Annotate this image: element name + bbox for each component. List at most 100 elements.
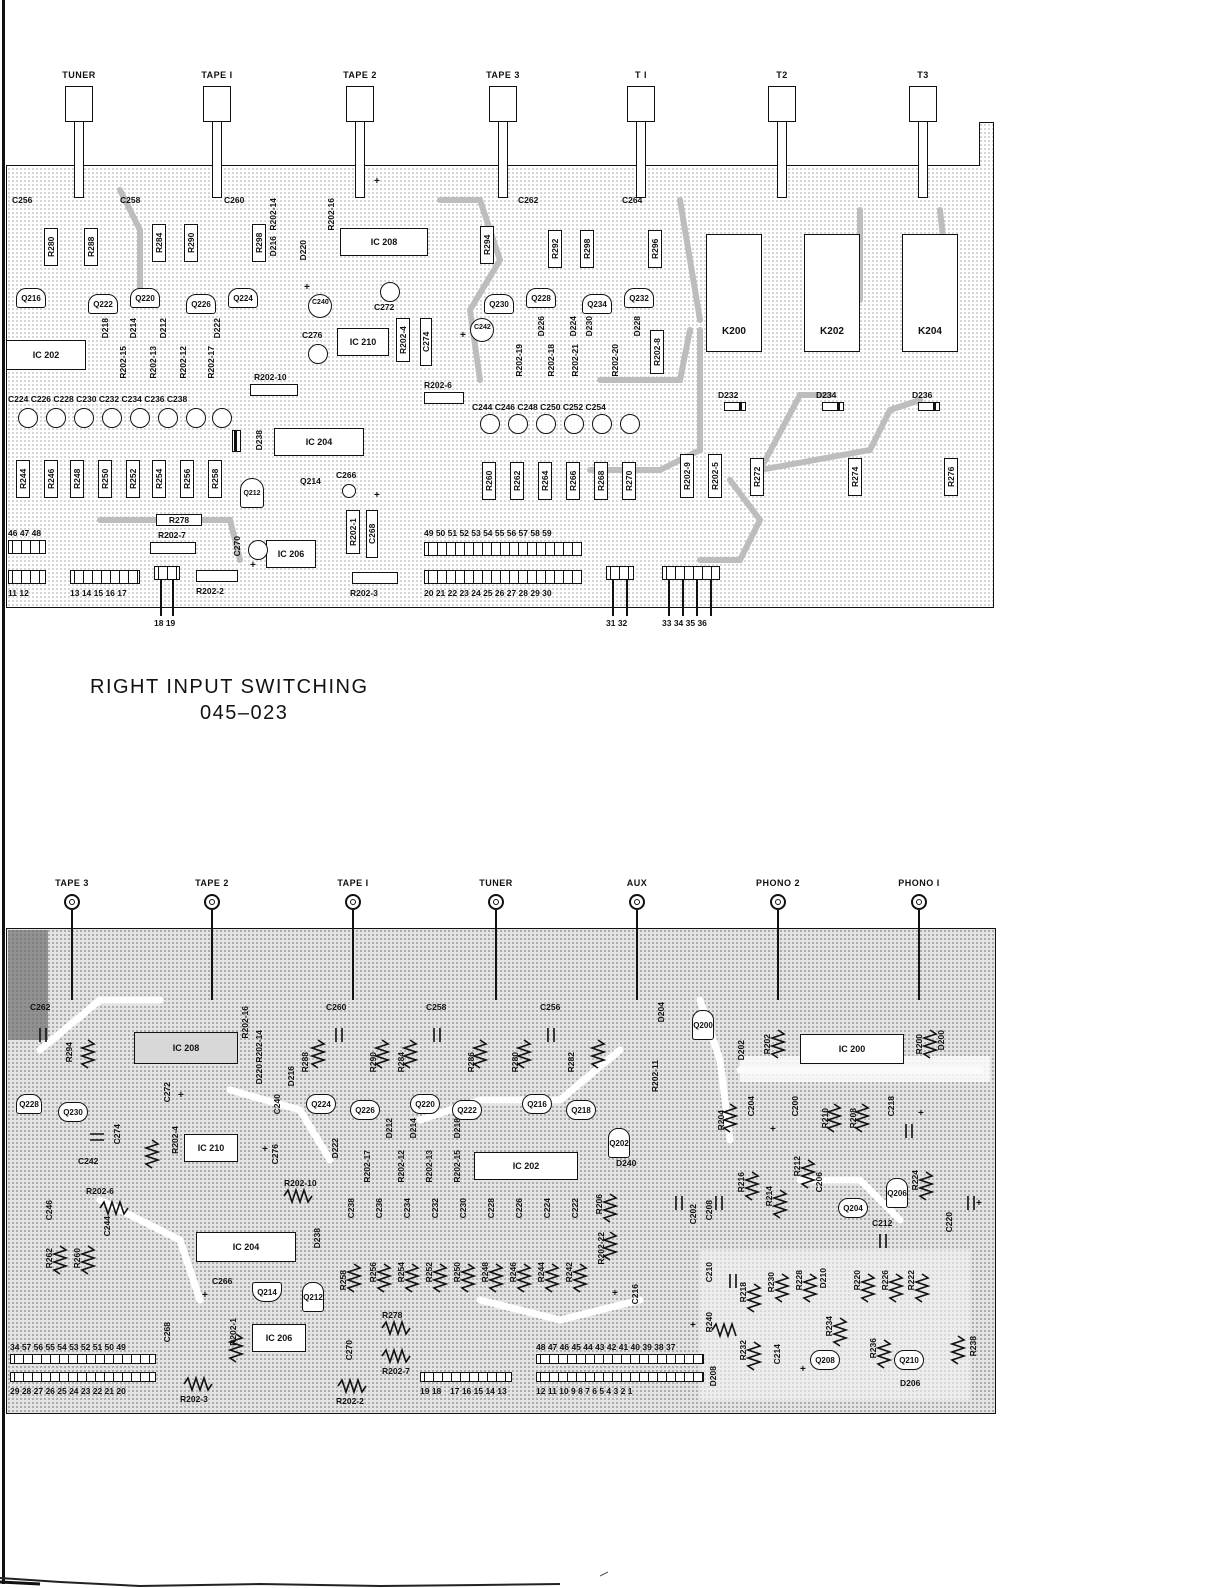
transistor: Q226 [186, 294, 216, 314]
pin-header [536, 1354, 704, 1364]
resistor-label: R202-3 [350, 588, 378, 598]
transistor: Q222 [452, 1100, 482, 1120]
resistor [196, 570, 238, 582]
cap-label: C276 [302, 330, 323, 340]
bottom-input-label: AUX [626, 878, 648, 888]
capacitor [536, 414, 556, 434]
input-plug-pin [498, 122, 508, 198]
transistor: Q226 [350, 1100, 380, 1120]
cap-label: C272 [374, 302, 395, 312]
wire-lead [495, 910, 497, 1000]
wire-lead [172, 580, 174, 616]
transistor: Q200 [692, 1010, 714, 1040]
input-plug-pin [636, 122, 646, 198]
header-pin-numbers: 11 12 [8, 588, 29, 598]
resistor [150, 542, 196, 554]
transistor: Q212 [302, 1282, 324, 1312]
cap-label: C260 [326, 1002, 347, 1012]
wire-lead [352, 910, 354, 1000]
capacitor [74, 408, 94, 428]
cap-label: C240 [312, 299, 329, 306]
cap-label: C242 [474, 324, 491, 331]
transistor: Q202 [608, 1128, 630, 1158]
cap-label: C262 [518, 195, 539, 205]
input-plug-pin [212, 122, 222, 198]
header-pin-numbers: 13 14 15 16 17 [70, 588, 127, 598]
wire-lead [696, 580, 698, 616]
resistor-label: R202-10 [254, 372, 287, 382]
capacitor [158, 408, 178, 428]
top-input-label: TAPE I [201, 70, 233, 80]
capacitor [212, 408, 232, 428]
top-input-label: TAPE 3 [486, 70, 520, 80]
pin-header [662, 566, 720, 580]
polarity-mark: + [202, 1290, 208, 1301]
transistor-label: Q214 [300, 476, 321, 486]
pin-header [536, 1372, 704, 1382]
capacitor [248, 540, 268, 560]
resistor-label: R202-7 [158, 530, 186, 540]
bottom-input-label: PHONO I [898, 878, 940, 888]
cap-row-label: C224 C226 C228 C230 C232 C234 C236 C238 [8, 394, 188, 404]
header-pin-numbers: 20 21 22 23 24 25 26 27 28 29 30 [424, 588, 552, 598]
pin-header [8, 540, 46, 554]
input-jack [488, 894, 504, 910]
cap-label: C266 [336, 470, 357, 480]
transistor: Q204 [838, 1198, 868, 1218]
pin-header [606, 566, 634, 580]
input-jack [770, 894, 786, 910]
header-pin-numbers: 19 18 [420, 1386, 442, 1396]
transistor: Q210 [894, 1350, 924, 1370]
resistor-label: R278 [382, 1310, 403, 1320]
cap-row-label: C244 C246 C248 C250 C252 C254 [472, 402, 606, 412]
polarity-mark: + [612, 1288, 618, 1299]
header-pin-numbers: 31 32 [606, 618, 628, 628]
wire-lead [710, 580, 712, 616]
polarity-mark: + [304, 282, 310, 293]
capacitor [186, 408, 206, 428]
transistor: Q220 [410, 1094, 440, 1114]
top-circuit-board [6, 122, 994, 608]
transistor: Q206 [886, 1178, 908, 1208]
transistor: Q224 [306, 1094, 336, 1114]
capacitor [480, 414, 500, 434]
resistor [250, 384, 298, 396]
polarity-mark: + [918, 1108, 924, 1119]
capacitor [380, 282, 400, 302]
ic-204: IC 204 [196, 1232, 296, 1262]
cap-label: C258 [426, 1002, 447, 1012]
transistor: Q230 [58, 1102, 88, 1122]
diode-label: D236 [912, 390, 933, 400]
transistor: Q220 [130, 288, 160, 308]
header-pin-numbers: 46 47 48 [8, 528, 42, 538]
ic-210: IC 210 [337, 328, 389, 356]
cap-label: C242 [78, 1156, 99, 1166]
top-connector-strip [6, 122, 980, 166]
polarity-mark: + [178, 1090, 184, 1101]
transistor: Q212 [240, 478, 264, 508]
ic-202: IC 202 [474, 1152, 578, 1180]
bottom-input-label: PHONO 2 [755, 878, 801, 888]
input-jack [64, 894, 80, 910]
capacitor [130, 408, 150, 428]
top-input-label: TAPE 2 [343, 70, 377, 80]
transistor: Q216 [16, 288, 46, 308]
pin-header [8, 570, 46, 584]
polarity-mark: + [460, 330, 466, 341]
transistor: Q214 [252, 1282, 282, 1302]
input-jack [204, 894, 220, 910]
ic-208: IC 208 [134, 1032, 238, 1064]
diagram-title: RIGHT INPUT SWITCHING [90, 676, 369, 698]
diode-label: D232 [718, 390, 739, 400]
capacitor [592, 414, 612, 434]
cap-label: C264 [622, 195, 643, 205]
transistor: Q228 [16, 1094, 42, 1114]
diagram-part-number: 045–023 [200, 702, 289, 724]
polarity-mark: + [976, 1198, 982, 1209]
top-input-label: T I [635, 70, 647, 80]
resistor [352, 572, 398, 584]
ic-200: IC 200 [800, 1034, 904, 1064]
capacitor [564, 414, 584, 434]
